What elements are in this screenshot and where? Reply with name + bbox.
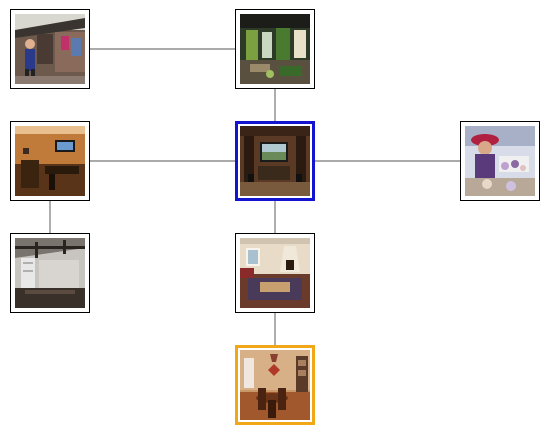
living-room-photo <box>240 238 310 308</box>
graph-node-home-studio[interactable] <box>10 121 90 201</box>
graph-node-craft-fair[interactable] <box>460 121 540 201</box>
loft-room-photo <box>15 238 85 308</box>
garden-shop-photo <box>240 14 310 84</box>
graph-node-market-street[interactable] <box>10 9 90 89</box>
market-street-photo <box>15 14 85 84</box>
home-theater-photo <box>240 126 310 196</box>
graph-node-garden-shop[interactable] <box>235 9 315 89</box>
graph-node-home-theater[interactable] <box>235 121 315 201</box>
graph-node-living-room[interactable] <box>235 233 315 313</box>
graph-node-dining-room[interactable] <box>235 345 315 425</box>
dining-room-photo <box>240 350 310 420</box>
graph-node-loft-room[interactable] <box>10 233 90 313</box>
home-studio-photo <box>15 126 85 196</box>
craft-fair-photo <box>465 126 535 196</box>
